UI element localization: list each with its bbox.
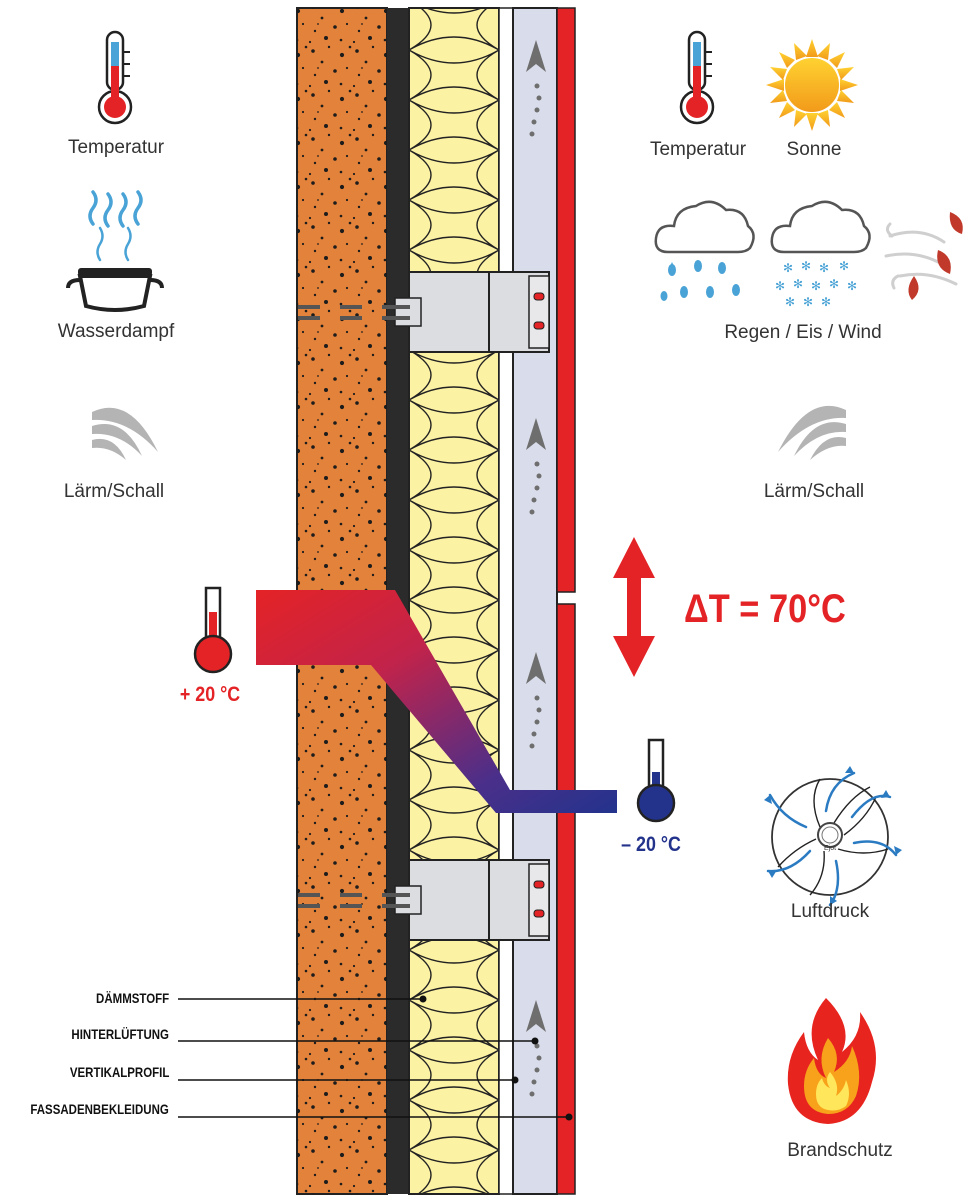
airflow-arrows — [526, 40, 546, 1097]
svg-text:✻: ✻ — [775, 279, 785, 293]
svg-text:✻: ✻ — [847, 279, 857, 293]
label-rain-ice-wind: Regen / Eis / Wind — [724, 322, 882, 343]
svg-text:✻: ✻ — [819, 261, 829, 275]
label-temperature-outside: Temperatur — [649, 139, 747, 160]
wind-icon — [884, 212, 963, 300]
legend-vertical-profile: VERTIKALPROFIL — [69, 1064, 169, 1080]
svg-text:✻: ✻ — [785, 295, 795, 309]
flame-icon — [787, 998, 876, 1124]
wall-bracket-top — [298, 271, 550, 353]
insulation-layer — [408, 7, 500, 1195]
sound-waves-icon — [92, 407, 158, 460]
sound-waves-icon — [778, 405, 846, 460]
svg-text:✻: ✻ — [829, 277, 839, 291]
svg-text:✻: ✻ — [801, 259, 811, 273]
cold-thermometer-icon — [636, 738, 676, 823]
facade-cladding — [556, 7, 576, 1195]
label-sun: Sonne — [786, 139, 842, 160]
label-water-vapor: Wasserdampf — [57, 321, 175, 342]
snow-cloud-icon: ✻✻✻✻ ✻✻✻✻✻ ✻✻✻ — [770, 200, 871, 309]
svg-text:✻: ✻ — [839, 259, 849, 273]
sun-icon — [766, 39, 858, 131]
gauge-label: Ejot — [824, 845, 836, 852]
label-noise-inside: Lärm/Schall — [63, 481, 165, 502]
legend-leaders — [178, 995, 573, 1121]
delta-t-arrow — [613, 537, 655, 677]
thermometer-icon — [679, 30, 715, 125]
outside-temperature: – 20 °C — [621, 833, 681, 856]
inside-temperature: + 20 °C — [179, 683, 241, 706]
label-noise-outside: Lärm/Schall — [763, 481, 865, 502]
vertical-profile — [512, 7, 558, 1195]
thermal-bridge-band — [256, 590, 617, 813]
legend-insulation: DÄMMSTOFF — [95, 990, 169, 1006]
svg-text:✻: ✻ — [821, 295, 831, 309]
svg-text:✻: ✻ — [811, 279, 821, 293]
label-fire-protection: Brandschutz — [787, 1140, 893, 1161]
delta-t-value: ΔT = 70°C — [684, 587, 846, 631]
warm-thermometer-icon — [193, 586, 233, 674]
air-pressure-icon: Ejot — [764, 766, 902, 907]
legend-facade-cladding: FASSADENBEKLEIDUNG — [30, 1101, 169, 1117]
label-air-pressure: Luftdruck — [790, 901, 870, 922]
ventilation-gap — [498, 7, 514, 1195]
rain-cloud-icon — [654, 200, 755, 301]
thermometer-icon — [97, 30, 133, 125]
legend-ventilation: HINTERLÜFTUNG — [71, 1026, 169, 1042]
steaming-pot-icon — [66, 190, 164, 312]
svg-text:✻: ✻ — [793, 277, 803, 291]
wall-bracket-bottom — [298, 859, 550, 941]
svg-text:✻: ✻ — [803, 295, 813, 309]
svg-text:✻: ✻ — [783, 261, 793, 275]
label-temperature-inside: Temperatur — [67, 137, 165, 158]
